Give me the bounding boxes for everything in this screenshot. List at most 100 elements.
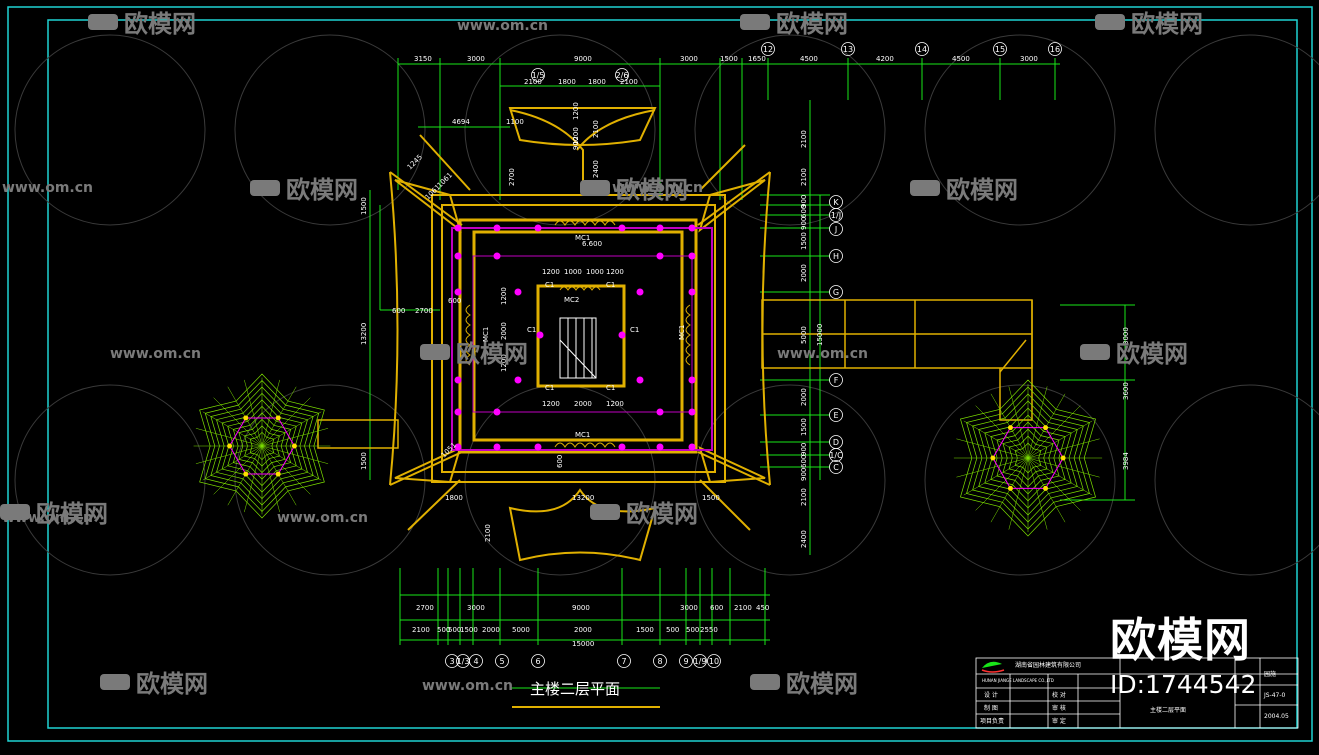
watermark-logo-icon (0, 504, 30, 520)
watermark-brand-logo: 欧模网 (1110, 613, 1251, 667)
tb-right-3: 2004.05 (1264, 713, 1289, 720)
watermark-brand-5: 欧模网 (946, 176, 1018, 204)
watermarks: 欧模网欧模网欧模网欧模网欧模网欧模网欧模网欧模网欧模网欧模网欧模网欧模网www.… (0, 10, 1203, 698)
dim-bottom-row2-6: 2000 (574, 626, 592, 634)
axis-bottom-4-bubble (531, 654, 545, 668)
pavilion-rafter (1027, 386, 1048, 459)
dim-top-row2-1: 1800 (558, 78, 576, 86)
column (493, 408, 501, 416)
pavilion-column (1043, 425, 1049, 431)
watermark-brand-9: 欧模网 (626, 500, 698, 528)
dim-inner-side-0: 1200 (500, 287, 508, 305)
column (688, 288, 696, 296)
dim-top-misc-5: 900 (572, 137, 580, 150)
pavilion-rafter (1027, 457, 1100, 478)
axis-right-5: F (834, 376, 839, 385)
dim-bottom-row2-5: 5000 (512, 626, 530, 634)
tb-row-lead: 项目负责 (980, 717, 1004, 725)
dim-bottom-row2-4: 2000 (482, 626, 500, 634)
watermark-brand-6: 欧模网 (36, 500, 108, 528)
pavilion-rafter (1027, 420, 1093, 459)
dim-top-misc-1: 1100 (506, 118, 524, 126)
pavilion-column (275, 415, 281, 421)
axis-bottom-7: 9 (683, 657, 688, 666)
pavilion-column (990, 455, 996, 461)
dim-bottom-row1-3: 3000 (680, 604, 698, 612)
watermark-url-6: www.om.cn (2, 510, 93, 526)
dim-top-right-0: 4500 (800, 55, 818, 63)
axis-bottom-3-bubble (495, 654, 509, 668)
watermark-brand-block: 欧模网 ID:1744542 (1110, 616, 1310, 702)
dim-right-col-14: 2400 (800, 530, 808, 548)
axis-right-5-bubble (829, 373, 843, 387)
label-mc2: MC2 (564, 296, 579, 304)
axis-bottom-9-bubble (707, 654, 721, 668)
left-walkway (317, 419, 399, 449)
dim-top-right-2: 4500 (952, 55, 970, 63)
pavilion-rafter (261, 445, 329, 464)
pavilion-rafter (261, 445, 322, 481)
dim-bottom-row1-4: 600 (710, 604, 723, 612)
dim-inner-side-1: 2000 (500, 322, 508, 340)
watermark-logo-icon (740, 14, 770, 30)
axis-bottom-8-bubble (693, 654, 707, 668)
watermark-logo-icon (88, 14, 118, 30)
outer-frame (7, 6, 1313, 742)
pavilion-rafter (963, 420, 1029, 459)
column (454, 408, 462, 416)
watermark-brand-0: 欧模网 (124, 10, 196, 38)
column (618, 443, 626, 451)
watermark-brand-3: 欧模网 (286, 176, 358, 204)
left-hexagonal-pavilion (193, 373, 331, 519)
axis-bottom-3: 5 (499, 657, 504, 666)
dim-bottom-misc-2: 1500 (702, 494, 720, 502)
axis-right-4-bubble (829, 285, 843, 299)
tb-check-3: 审 定 (1052, 717, 1066, 725)
dim-bottom-row2-9: 500 (686, 626, 699, 634)
dim-bottom-row2-8: 500 (666, 626, 679, 634)
title-block-text: 湖南省园林建筑有限公司 HUNAN JIANGE LANDSCAPE CO.,L… (980, 661, 1289, 725)
dim-right-col-8: 2000 (800, 388, 808, 406)
dim-bottom-total: 15000 (572, 640, 594, 648)
dim-corner-2: 1061 (436, 171, 454, 189)
dim-top-row2-3: 2100 (620, 78, 638, 86)
pavilion-rafter (1027, 457, 1048, 530)
level-mark: 6.600 (582, 240, 602, 248)
axis-top-inner-1: 2/6 (616, 71, 629, 80)
corridor-walls (458, 218, 698, 454)
dim-top-misc-7: 2400 (592, 160, 600, 178)
dim-inner-top-0: 1200 (542, 268, 560, 276)
dim-top-row1-0: 3150 (414, 55, 432, 63)
pavilion-rafter (1027, 438, 1100, 459)
watermark-id: ID:1744542 (1110, 670, 1257, 699)
axis-top-4: 16 (1050, 45, 1060, 54)
pavilion-rafter (975, 405, 1029, 459)
column (688, 376, 696, 384)
dim-left-3: 1500 (360, 452, 368, 470)
dim-right-col-5: 1500 (800, 232, 808, 250)
axis-right-7: D (833, 438, 839, 447)
dim-inner-top-1: 1000 (564, 268, 582, 276)
axis-right-0: K (833, 198, 839, 207)
column (688, 252, 696, 260)
main-roof-outline (389, 107, 771, 562)
tb-company: 湖南省园林建筑有限公司 (1015, 661, 1081, 669)
axis-top-4-bubble (1048, 42, 1062, 56)
column (656, 443, 664, 451)
pavilion-column (1007, 425, 1013, 431)
column (493, 252, 501, 260)
watermark-brand-11: 欧模网 (786, 670, 858, 698)
dim-bottom-row1-1: 3000 (467, 604, 485, 612)
axis-right-6-bubble (829, 408, 843, 422)
dim-bottom-misc-3: 2100 (484, 524, 492, 542)
dim-pav-right-2: 3984 (1122, 452, 1130, 470)
watermark-brand-1: 欧模网 (776, 10, 848, 38)
pavilion-rafter (195, 428, 263, 447)
columns (454, 224, 696, 451)
watermark-logo-icon (1095, 14, 1125, 30)
column (454, 224, 462, 232)
pavilion-rafter (261, 397, 311, 447)
axis-top-2: 14 (917, 45, 927, 54)
dim-top-misc-2: 1200 (572, 102, 580, 120)
